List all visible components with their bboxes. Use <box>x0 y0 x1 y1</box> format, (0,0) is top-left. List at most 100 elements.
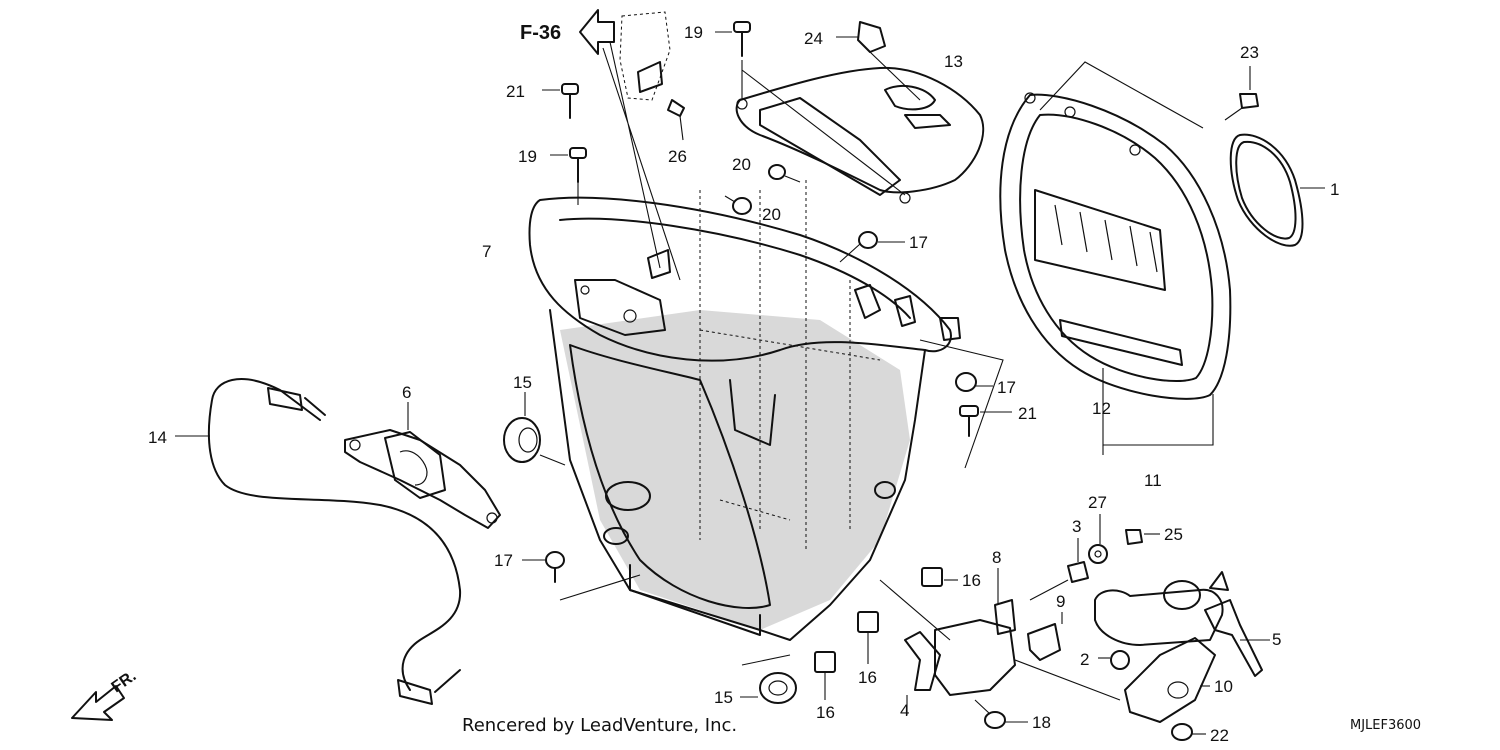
luggage-box-latch-slot <box>729 379 776 446</box>
seal-ring[interactable] <box>1229 133 1325 247</box>
lid-frame-outer <box>999 93 1232 400</box>
callout-10[interactable]: 10 <box>1214 677 1233 696</box>
callout-4[interactable]: 4 <box>900 701 909 720</box>
callout-24[interactable]: 24 <box>804 29 823 48</box>
callout-27[interactable]: 27 <box>1088 493 1107 512</box>
callout-13[interactable]: 13 <box>944 52 963 71</box>
lid-cover-strip <box>759 97 901 196</box>
callout-18[interactable]: 18 <box>1032 713 1051 732</box>
luggage-box-rear-tabs <box>854 284 916 327</box>
callout-20-a[interactable]: 20 <box>732 155 751 174</box>
lid-frame-assembly[interactable] <box>999 61 1232 455</box>
screw-26 <box>667 99 685 141</box>
fasteners[interactable] <box>503 21 1259 741</box>
callout-22[interactable]: 22 <box>1210 726 1229 745</box>
luggage-box-hole-a <box>603 527 629 545</box>
lid-frame-panel <box>1034 189 1166 291</box>
luggage-box-inner-wall <box>569 344 771 609</box>
callout-16-a[interactable]: 16 <box>962 571 981 590</box>
callout-6[interactable]: 6 <box>402 383 411 402</box>
lid-cover[interactable] <box>735 60 985 204</box>
grommet-17-right <box>919 339 1004 469</box>
callout-21-top[interactable]: 21 <box>506 82 525 101</box>
callout-12[interactable]: 12 <box>1092 399 1111 418</box>
seal-ring-outer <box>1229 133 1304 247</box>
reference-detail-outline <box>619 11 671 101</box>
callout-5[interactable]: 5 <box>1272 630 1281 649</box>
lid-cover-outline <box>735 66 985 194</box>
lock-assembly[interactable] <box>1094 571 1270 677</box>
washer-27 <box>1088 514 1108 564</box>
lock-key <box>1204 599 1263 677</box>
hinge-brackets[interactable] <box>879 568 1121 715</box>
callout-20-b[interactable]: 20 <box>762 205 781 224</box>
latch-mechanism[interactable] <box>344 402 501 529</box>
grommet-17-lower <box>522 551 641 601</box>
hinge-tab-8 <box>994 599 1016 635</box>
callout-3[interactable]: 3 <box>1072 517 1081 536</box>
luggage-box-inner-clip <box>647 249 671 279</box>
reference-label: F-36 <box>520 22 561 44</box>
lid-cover-slot <box>904 114 951 129</box>
callout-11[interactable]: 11 <box>1144 471 1162 490</box>
callout-17-lower[interactable]: 17 <box>494 551 513 570</box>
luggage-box-drain-hole <box>605 481 651 511</box>
luggage-box-rim <box>528 196 952 362</box>
luggage-box[interactable] <box>528 196 961 641</box>
callout-2[interactable]: 2 <box>1080 650 1089 669</box>
bolt-22 <box>1171 723 1206 741</box>
front-arrow-icon <box>71 685 125 721</box>
callout-17-right[interactable]: 17 <box>997 378 1016 397</box>
latch-spring <box>399 450 428 486</box>
hinge-main-bracket <box>934 619 1016 696</box>
callout-16-c[interactable]: 16 <box>816 703 835 722</box>
screw-19-left <box>550 147 587 205</box>
callout-26[interactable]: 26 <box>668 147 687 166</box>
reference-leader-lines <box>602 41 681 281</box>
bolt-18 <box>974 699 1028 729</box>
callout-14[interactable]: 14 <box>148 428 167 447</box>
callout-7[interactable]: 7 <box>482 242 491 261</box>
callout-19-left[interactable]: 19 <box>518 147 537 166</box>
bushing-3 <box>1029 538 1089 601</box>
credit-text: Rencered by LeadVenture, Inc. <box>462 715 737 736</box>
luggage-box-hole-b <box>874 481 896 499</box>
construction-lines <box>699 180 881 550</box>
latch-housing <box>384 431 446 499</box>
lid-cover-boss <box>884 84 936 111</box>
callout-15-bottom[interactable]: 15 <box>714 688 733 707</box>
release-cable-end-lower <box>397 669 461 705</box>
callout-1[interactable]: 1 <box>1330 180 1339 199</box>
callout-19-top[interactable]: 19 <box>684 23 703 42</box>
lock-cover-plate[interactable] <box>1124 637 1216 723</box>
reference-arrow-f36[interactable]: F-36 <box>520 9 681 281</box>
callout-21-right[interactable]: 21 <box>1018 404 1037 423</box>
callout-17-upper[interactable]: 17 <box>909 233 928 252</box>
callout-8[interactable]: 8 <box>992 548 1001 567</box>
clip-16-b <box>857 611 879 664</box>
lock-cylinder <box>1094 588 1224 646</box>
callout-labels: 1 2 3 4 5 6 7 8 9 10 11 12 13 14 15 15 1… <box>148 23 1339 745</box>
screw-23 <box>1224 66 1259 121</box>
hinge-clip-4 <box>904 631 941 691</box>
release-cable-end-upper <box>267 387 326 416</box>
lid-frame-inner <box>1019 113 1214 383</box>
luggage-box-corner-tab <box>939 317 961 341</box>
callout-25[interactable]: 25 <box>1164 525 1183 544</box>
luggage-box-lip <box>629 564 761 636</box>
lid-frame-bottom-bar <box>1059 319 1183 366</box>
callout-16-b[interactable]: 16 <box>858 668 877 687</box>
callout-15-middle[interactable]: 15 <box>513 373 532 392</box>
screw-25 <box>1125 529 1160 545</box>
lid-frame-ribs <box>1054 204 1158 273</box>
callout-9[interactable]: 9 <box>1056 592 1065 611</box>
callout-23[interactable]: 23 <box>1240 43 1259 62</box>
clip-16-a <box>921 567 958 587</box>
screw-21-right <box>959 405 1012 437</box>
front-direction-indicator: FR. <box>71 668 139 721</box>
release-cable[interactable] <box>175 378 462 705</box>
grommet-17-upper <box>839 231 905 263</box>
release-cable-line <box>207 378 462 691</box>
hinge-spring-9 <box>1027 623 1061 661</box>
